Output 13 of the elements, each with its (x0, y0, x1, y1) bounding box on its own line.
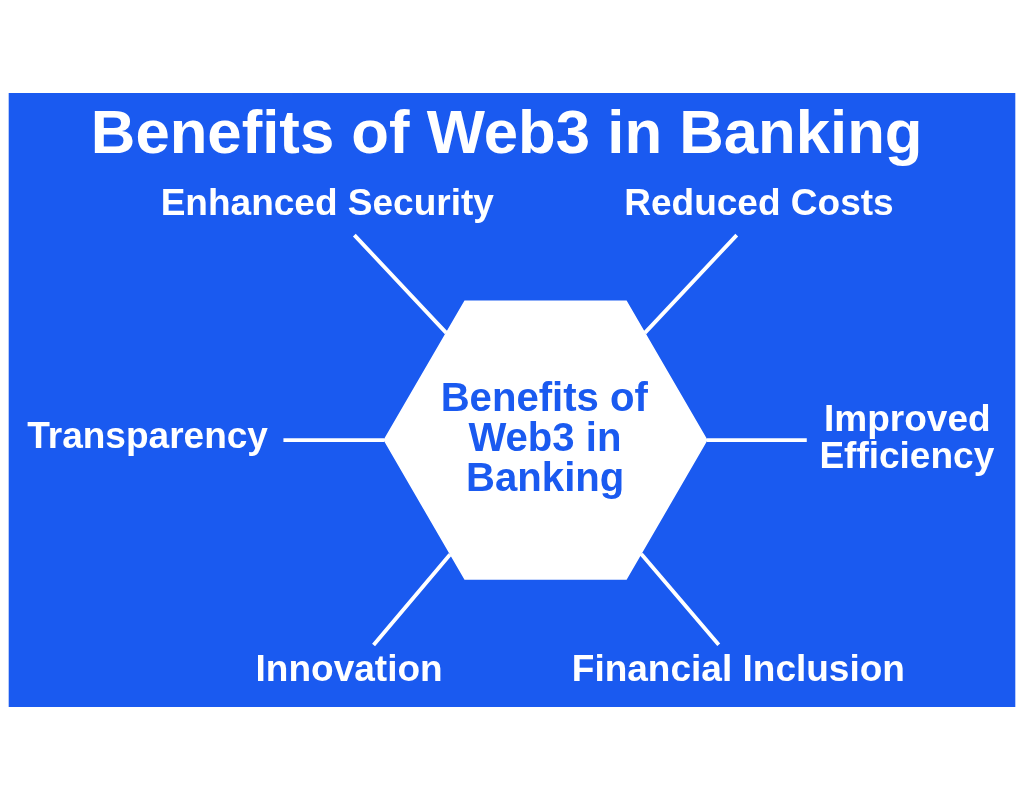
connector (372, 553, 452, 647)
node-text: Financial Inclusion (571, 647, 905, 690)
node-text: Innovation (255, 647, 443, 690)
node-text: Transparency (27, 414, 268, 457)
diagram-title: Benefits of Web3 in Banking (90, 97, 923, 167)
connector (352, 233, 448, 335)
node-text: Reduced Costs (624, 181, 894, 224)
connector (283, 438, 385, 443)
connector (639, 552, 721, 647)
connector (707, 438, 807, 443)
connector (643, 233, 739, 335)
node-text: Enhanced Security (160, 181, 494, 224)
node-text: Improved Efficiency (819, 397, 995, 477)
